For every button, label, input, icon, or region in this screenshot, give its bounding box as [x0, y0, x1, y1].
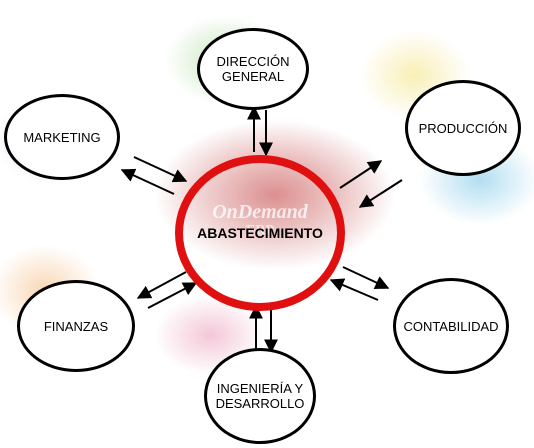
node-produccion-label: PRODUCCIÓN	[418, 120, 508, 136]
center-label: ABASTECIMIENTO	[197, 225, 323, 241]
arrow-center-to-marketing	[120, 168, 175, 195]
arrow-contabilidad-to-center	[329, 278, 379, 301]
node-produccion: PRODUCCIÓN	[405, 80, 521, 176]
watermark-logo: OnDemand	[212, 201, 308, 223]
node-finanzas: FINANZAS	[17, 280, 135, 372]
arrow-center-to-produccion	[339, 160, 383, 189]
node-contabilidad-label: CONTABILIDAD	[403, 318, 499, 334]
node-ingenieria-line2: DESARROLLO	[215, 396, 305, 411]
node-direccion-line2: GENERAL	[221, 69, 285, 84]
node-ingenieria-desarrollo: INGENIERÍA Y DESARROLLO	[204, 348, 316, 444]
node-direccion-line1: DIRECCIÓN	[216, 54, 290, 69]
node-marketing: MARKETING	[4, 94, 120, 180]
node-direccion-general: DIRECCIÓN GENERAL	[197, 28, 309, 110]
node-ingenieria-label: INGENIERÍA Y DESARROLLO	[216, 381, 305, 411]
node-direccion-label: DIRECCIÓN GENERAL	[217, 54, 290, 84]
arrow-produccion-to-center	[358, 179, 403, 208]
node-finanzas-label: FINANZAS	[43, 318, 109, 334]
arrow-center-to-contabilidad	[342, 266, 390, 290]
arrow-center-to-finanzas	[136, 271, 187, 299]
node-ingenieria-line1: INGENIERÍA Y	[216, 381, 304, 396]
node-contabilidad: CONTABILIDAD	[393, 278, 509, 374]
node-marketing-label: MARKETING	[23, 129, 101, 145]
arrow-marketing-to-center	[133, 156, 188, 183]
watermark-logo-sub: ERP	[246, 223, 274, 238]
center-node-abastecimiento: OnDemand ERP ABASTECIMIENTO	[175, 155, 345, 311]
arrow-finanzas-to-center	[147, 282, 198, 309]
